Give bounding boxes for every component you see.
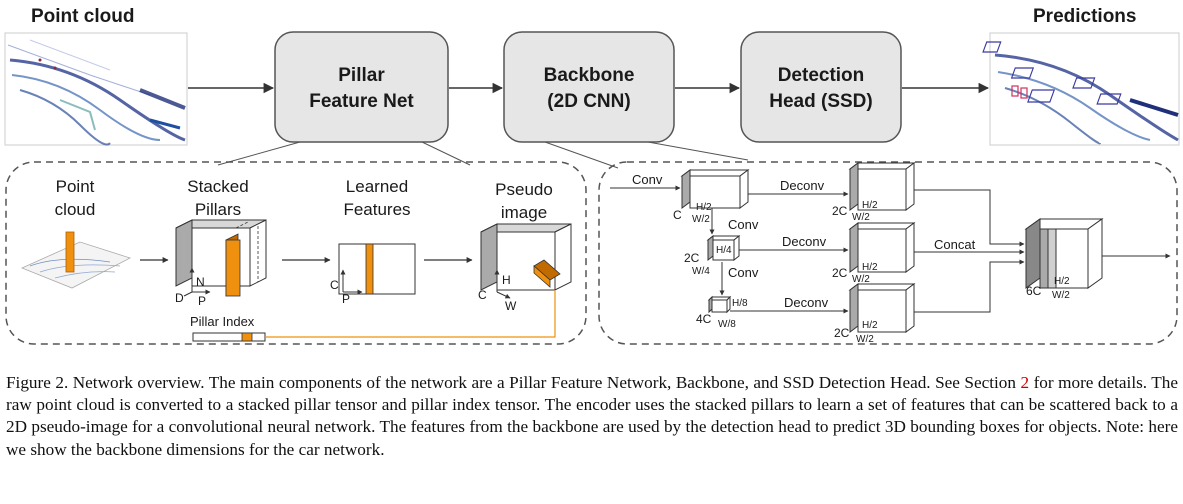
- backbone-box: Backbone (2D CNN): [503, 31, 675, 143]
- axis-n-label: N: [196, 275, 205, 289]
- dim-w2-e: W/2: [1052, 290, 1070, 301]
- head-title-line1: Detection: [778, 65, 865, 86]
- dim-4c: 4C: [696, 312, 712, 326]
- stacked-pillars-tensor: [175, 219, 267, 297]
- pillar-feature-net-box: Pillar Feature Net: [274, 31, 449, 143]
- pseudo-label-line2: image: [501, 203, 547, 222]
- output-header: Predictions: [1033, 6, 1136, 27]
- pseudo-image-tensor: [480, 223, 572, 299]
- concat-label: Concat: [934, 237, 976, 252]
- predictions-image: [982, 32, 1180, 146]
- dim-h2-e: H/2: [1054, 276, 1070, 287]
- input-point-cloud-image: [4, 32, 188, 146]
- input-header: Point cloud: [31, 6, 134, 27]
- learned-label-line2: Features: [343, 200, 410, 219]
- axis-w-label: W: [505, 299, 517, 313]
- conv-label-2: Conv: [728, 217, 759, 232]
- section-ref-link[interactable]: 2: [1020, 373, 1030, 392]
- point-cloud-label-line1: Point: [56, 177, 95, 196]
- stacked-label-line2: Pillars: [195, 200, 241, 219]
- dim-h2-b: H/2: [862, 200, 878, 211]
- learned-label-line1: Learned: [346, 177, 408, 196]
- backbone-title-line1: Backbone: [544, 65, 635, 86]
- axis-p-label-learned: P: [342, 292, 350, 306]
- dim-h2-a: H/2: [696, 202, 712, 213]
- backbone-blocks: [680, 162, 1104, 333]
- axis-c-label-learned: C: [330, 278, 339, 292]
- pillar-point-cloud-icon: [20, 231, 132, 289]
- axis-h-label: H: [502, 273, 511, 287]
- pfn-detail-panel: [5, 161, 587, 345]
- pillar-index-label: Pillar Index: [190, 314, 255, 329]
- pillar-index-tensor: [192, 290, 556, 342]
- dim-2c-d: 2C: [834, 326, 850, 340]
- dim-2c-a: 2C: [684, 251, 700, 265]
- dim-2c-c: 2C: [832, 266, 848, 280]
- dim-w2-d: W/2: [856, 334, 874, 345]
- dim-w2-b: W/2: [852, 212, 870, 223]
- dim-w8: W/8: [718, 319, 736, 330]
- deconv-label-2: Deconv: [782, 234, 827, 249]
- deconv-label-1: Deconv: [780, 178, 825, 193]
- dim-h2-d: H/2: [862, 320, 878, 331]
- point-cloud-label-line2: cloud: [55, 200, 96, 219]
- dim-6c: 6C: [1026, 284, 1042, 298]
- network-overview-diagram: Point cloud Predictions Pillar Feature N…: [4, 6, 1180, 345]
- dim-w2-a: W/2: [692, 214, 710, 225]
- conv-label-3: Conv: [728, 265, 759, 280]
- dim-h8: H/8: [732, 298, 748, 309]
- detection-head-box: Detection Head (SSD): [740, 31, 902, 143]
- pfn-title-line2: Feature Net: [309, 91, 414, 112]
- caption-prefix: Figure 2. Network overview. The main com…: [6, 373, 1021, 392]
- caption-suffix: for more details. The raw point cloud is…: [6, 373, 1178, 459]
- dim-c: C: [673, 208, 682, 222]
- pfn-title-line1: Pillar: [338, 65, 385, 86]
- detail-connectors: [217, 141, 749, 169]
- axis-c-label-pseudo: C: [478, 288, 487, 302]
- figure-caption: Figure 2. Network overview. The main com…: [6, 372, 1178, 461]
- axis-p-label-stacked: P: [198, 294, 206, 308]
- backbone-detail-panel: [598, 161, 1178, 345]
- dim-h2-c: H/2: [862, 262, 878, 273]
- backbone-title-line2: (2D CNN): [547, 91, 630, 112]
- pseudo-label-line1: Pseudo: [495, 180, 553, 199]
- axis-d-label: D: [175, 291, 184, 305]
- dim-2c-b: 2C: [832, 204, 848, 218]
- dim-h4: H/4: [716, 245, 732, 256]
- stacked-label-line1: Stacked: [187, 177, 248, 196]
- deconv-label-3: Deconv: [784, 295, 829, 310]
- dim-w4: W/4: [692, 266, 710, 277]
- dim-w2-c: W/2: [852, 274, 870, 285]
- learned-features-tensor: [338, 243, 416, 295]
- backbone-flow-arrows: [610, 185, 1171, 314]
- conv-label-1: Conv: [632, 172, 663, 187]
- head-title-line2: Head (SSD): [769, 91, 872, 112]
